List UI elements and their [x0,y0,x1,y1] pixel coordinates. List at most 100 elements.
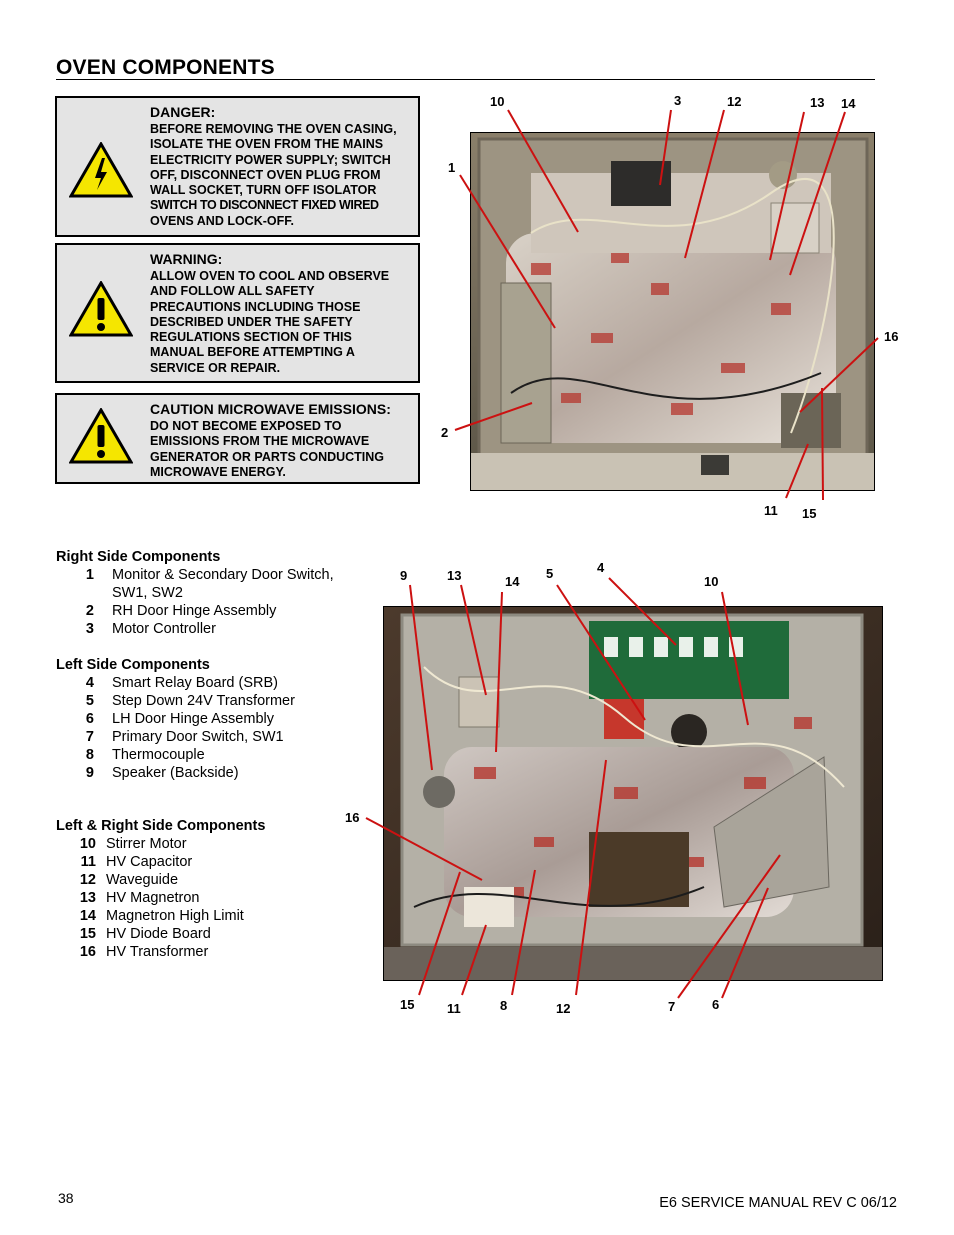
left-side-components: Left Side Components 4 Smart Relay Board… [56,657,376,782]
callout-7: 7 [668,999,676,1014]
item-label: HV Diode Board [106,926,211,942]
electric-hazard-icon [69,142,133,198]
warning-line: DESCRIBED UNDER THE SAFETY [150,314,353,329]
warning-line: SERVICE OR REPAIR. [150,360,281,375]
list-item: 3 Motor Controller [56,620,376,638]
callout-11: 11 [764,503,778,518]
caution-line: MICROWAVE ENERGY. [150,464,286,479]
item-label: LH Door Hinge Assembly [112,711,274,727]
callout-13: 13 [447,568,462,583]
section-heading: Left Side Components [56,657,210,673]
item-label: RH Door Hinge Assembly [112,603,277,619]
list-item: 2 RH Door Hinge Assembly [56,602,376,620]
callout-11: 11 [447,1001,461,1016]
callout-16: 16 [345,810,360,825]
right-side-components: Right Side Components 1 Monitor & Second… [56,549,376,638]
list-item: 10 Stirrer Motor [56,835,376,853]
callout-10: 10 [490,94,505,109]
warning-heading: WARNING: [150,251,223,267]
item-label: Speaker (Backside) [112,765,239,781]
caution-box: CAUTION MICROWAVE EMISSIONS: DO NOT BECO… [55,393,420,484]
left-side-photo-illustration [384,607,882,980]
item-number: 2 [85,603,94,619]
item-number: 16 [79,944,96,960]
page-title: OVEN COMPONENTS [56,56,275,79]
manual-footer: E6 SERVICE MANUAL REV C 06/12 [659,1195,897,1211]
item-label: Step Down 24V Transformer [112,693,295,709]
callout-3: 3 [674,93,682,108]
item-label: Waveguide [106,872,179,888]
caution-line: EMISSIONS FROM THE MICROWAVE [150,434,370,449]
callout-6: 6 [712,997,720,1012]
danger-line: ELECTRICITY POWER SUPPLY; SWITCH [150,152,391,167]
right-side-photo [470,132,875,491]
list-item: 15 HV Diode Board [56,925,376,943]
item-number: 8 [85,747,94,763]
item-label: SW1, SW2 [112,585,183,601]
item-number: 7 [85,729,94,745]
callout-1: 1 [448,160,456,175]
item-label: Stirrer Motor [106,836,187,852]
callout-16: 16 [884,329,899,344]
item-number: 3 [85,621,94,637]
item-number: 15 [79,926,96,942]
callout-5: 5 [546,566,554,581]
left-side-photo [383,606,883,981]
danger-line: ISOLATE THE OVEN FROM THE MAINS [150,137,384,152]
page-number: 38 [58,1190,74,1206]
callout-2: 2 [441,425,449,440]
danger-line: OVENS AND LOCK-OFF. [150,213,294,228]
callout-8: 8 [500,998,508,1013]
item-number: 14 [79,908,96,924]
item-label: HV Capacitor [106,854,193,870]
callout-9: 9 [400,568,408,583]
item-number: 5 [85,693,94,709]
danger-line: OFF, DISCONNECT OVEN PLUG FROM [150,167,381,182]
caution-line: DO NOT BECOME EXPOSED TO [150,419,342,433]
caution-text: CAUTION MICROWAVE EMISSIONS: DO NOT BECO… [150,401,416,480]
callout-15: 15 [400,997,415,1012]
warning-line: AND FOLLOW ALL SAFETY [150,284,315,299]
title-rule [56,79,875,80]
list-item: 4 Smart Relay Board (SRB) [56,674,376,692]
callout-10: 10 [704,574,719,589]
list-item: 14 Magnetron High Limit [56,907,376,925]
list-item: 9 Speaker (Backside) [56,764,376,782]
item-number: 6 [85,711,94,727]
callout-12: 12 [556,1001,571,1016]
caution-heading: CAUTION MICROWAVE EMISSIONS: [150,401,391,417]
item-number: 1 [85,567,94,583]
warning-text: WARNING: ALLOW OVEN TO COOL AND OBSERVE … [150,251,416,376]
callout-13: 13 [810,95,825,110]
warning-line: ALLOW OVEN TO COOL AND OBSERVE [150,269,390,283]
list-item: 6 LH Door Hinge Assembly [56,710,376,728]
item-label: Magnetron High Limit [106,908,244,924]
callout-12: 12 [727,94,742,109]
callout-4: 4 [597,560,605,575]
right-side-photo-illustration [471,133,874,490]
item-number: 13 [79,890,96,906]
callout-14: 14 [841,96,856,111]
item-label: HV Transformer [106,944,209,960]
danger-heading: DANGER: [150,104,216,120]
list-item: 13 HV Magnetron [56,889,376,907]
callout-14: 14 [505,574,520,589]
warning-line: PRECAUTIONS INCLUDING THOSE [150,299,361,314]
list-item: 11 HV Capacitor [56,853,376,871]
callout-15: 15 [802,506,817,521]
danger-line: BEFORE REMOVING THE OVEN CASING, [150,122,397,136]
list-item: 8 Thermocouple [56,746,376,764]
warning-line: REGULATIONS SECTION OF THIS [150,330,352,345]
list-item: 7 Primary Door Switch, SW1 [56,728,376,746]
item-number: 9 [85,765,94,781]
exclamation-hazard-icon [69,281,133,337]
item-label: Monitor & Secondary Door Switch, [112,567,334,583]
danger-line: WALL SOCKET, TURN OFF ISOLATOR [150,183,377,198]
caution-line: GENERATOR OR PARTS CONDUCTING [150,449,385,464]
danger-text: DANGER: BEFORE REMOVING THE OVEN CASING,… [150,104,416,229]
list-item: 1 Monitor & Secondary Door Switch, SW1, … [56,566,376,602]
item-label: Primary Door Switch, SW1 [112,729,284,745]
list-item: 16 HV Transformer [56,943,376,961]
item-number: 10 [79,836,96,852]
item-label: HV Magnetron [106,890,200,906]
